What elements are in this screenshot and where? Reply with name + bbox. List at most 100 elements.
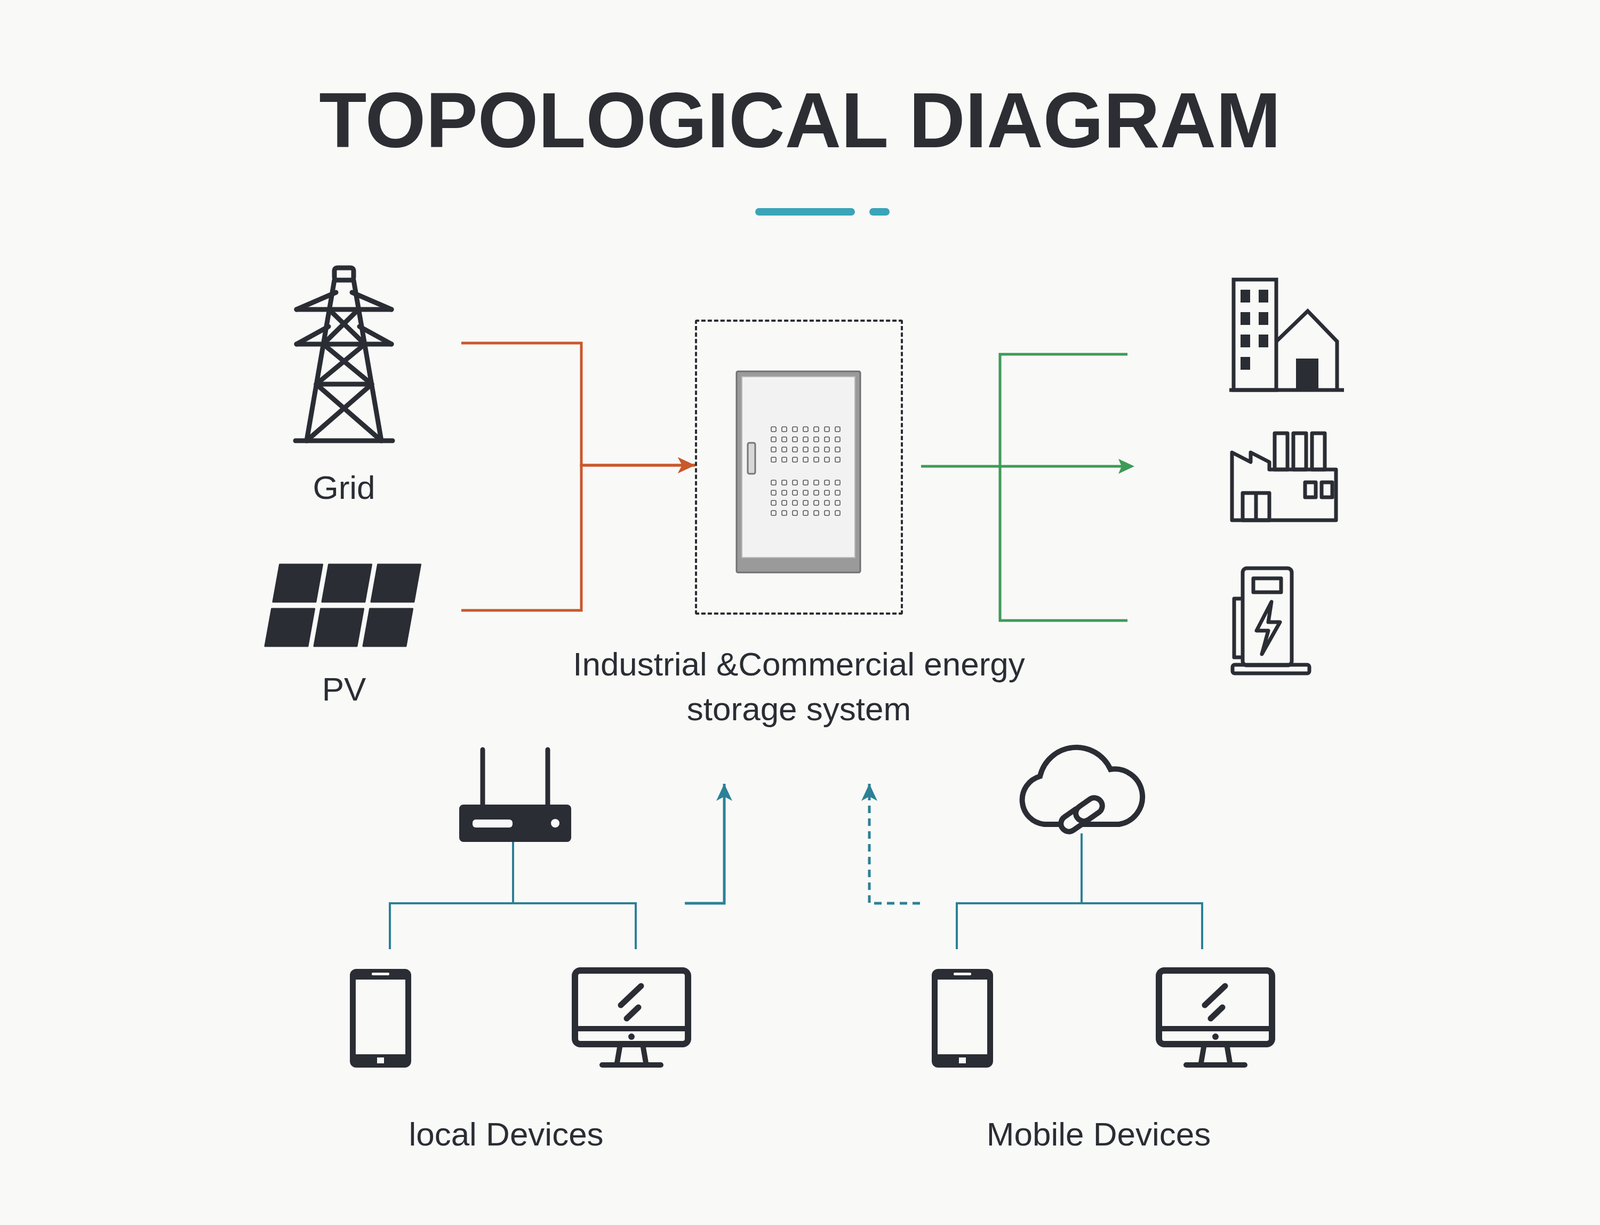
cabinet-icon <box>813 457 819 462</box>
node-label: Industrial &Commercial energy storage sy… <box>553 641 1045 732</box>
cabinet-icon <box>824 500 830 506</box>
cabinet-icon <box>813 480 819 485</box>
cabinet-icon <box>771 500 776 506</box>
cabinet-icon <box>771 490 776 495</box>
cabinet-icon <box>803 480 808 485</box>
solar-panel-icon <box>314 608 364 646</box>
office-building-icon <box>1229 279 1344 390</box>
cabinet-icon <box>792 457 798 462</box>
solar-panel-icon <box>371 564 421 602</box>
charger-icon <box>1253 578 1282 592</box>
cabinet-icon <box>835 426 840 432</box>
cabinet-icon <box>813 446 819 452</box>
factory-icon <box>1305 482 1316 498</box>
network-wire <box>389 833 1203 949</box>
title-accent <box>869 208 890 216</box>
router-icon <box>472 819 513 828</box>
solar-panel-icon <box>265 608 315 646</box>
router-icon <box>459 804 572 842</box>
cabinet-icon <box>803 510 808 516</box>
tower-icon <box>296 292 392 344</box>
cabinet-icon <box>835 490 840 495</box>
factory-icon <box>1232 452 1336 520</box>
router-icon <box>550 818 560 828</box>
cabinet-icon <box>792 480 798 485</box>
factory-icon <box>1312 433 1325 470</box>
cabinet-icon <box>781 426 787 432</box>
cabinet-icon <box>781 446 787 452</box>
cabinet-icon <box>803 457 808 462</box>
cabinet-icon <box>803 426 808 432</box>
device-icons <box>574 970 688 1065</box>
connector <box>461 465 695 611</box>
tower-icon <box>334 267 354 280</box>
tower-icon <box>306 309 382 441</box>
factory-icon <box>1293 433 1307 470</box>
cabinet-icon <box>813 500 819 506</box>
charger-icon <box>1232 664 1310 674</box>
cabinet-icon <box>835 446 840 452</box>
factory-icon <box>1254 492 1259 520</box>
device-group: local Devices <box>327 741 685 1154</box>
device-group: Mobile Devices <box>920 741 1278 1154</box>
cabinet-icon <box>813 490 819 495</box>
charger-icon <box>1256 601 1280 654</box>
cloud-icon <box>1022 747 1143 824</box>
router-icon <box>482 749 548 807</box>
connector <box>461 342 695 466</box>
cabinet-icon <box>747 442 756 474</box>
office-building-icon <box>1240 356 1251 370</box>
cabinet-icon <box>813 426 819 432</box>
cabinet-icon <box>792 446 798 452</box>
cabinet-icon <box>824 510 830 516</box>
office-building-icon <box>1258 312 1269 325</box>
cabinet-icon <box>792 500 798 506</box>
cabinet-icon <box>771 480 776 485</box>
network-wire <box>956 833 1203 949</box>
cabinet-icon <box>803 500 808 506</box>
diagram-title: TOPOLOGICAL DIAGRAM <box>0 75 1600 166</box>
device-icons <box>931 968 994 1068</box>
cabinet-icon <box>771 446 776 452</box>
cabinet-icon <box>813 436 819 442</box>
cabinet-icon <box>781 510 787 516</box>
device-icons <box>349 968 1272 1068</box>
title-accent <box>755 208 890 216</box>
network-wire <box>389 841 636 949</box>
cabinet-icon <box>771 436 776 442</box>
tower-icon <box>295 267 393 441</box>
cabinet-icon <box>736 371 861 573</box>
cabinet-icon <box>824 490 830 495</box>
cabinet-icon <box>824 480 830 485</box>
tower-icon <box>306 280 382 441</box>
cabinet-icon <box>835 480 840 485</box>
office-building-icon <box>1233 279 1277 390</box>
office-building-icon <box>1240 334 1251 348</box>
storage-system: Industrial &Commercial energy storage sy… <box>694 319 903 784</box>
office-building-icon <box>1240 289 1251 303</box>
device-icons <box>1158 970 1272 1065</box>
office-building-icon <box>1229 388 1344 392</box>
solar-panel-icon <box>363 608 413 646</box>
cabinet-icon <box>781 436 787 442</box>
tower-icon <box>295 438 393 444</box>
cabinet-icon <box>771 426 776 432</box>
connector <box>869 783 920 903</box>
cabinet-icon <box>792 426 798 432</box>
office-building-icon <box>1240 312 1251 325</box>
office-building-icon <box>1296 358 1319 390</box>
factory-icon <box>1321 482 1333 498</box>
cabinet-icon <box>792 436 798 442</box>
node-label: Mobile Devices <box>920 1114 1278 1154</box>
cabinet-icon <box>824 446 830 452</box>
solar-panel-icon <box>273 564 323 602</box>
distribution-wire <box>921 354 1135 621</box>
cabinet-icon <box>736 371 861 573</box>
cabinet-icon <box>813 510 819 516</box>
charger-icon <box>1232 568 1310 674</box>
cabinet-icon <box>792 510 798 516</box>
node-label: local Devices <box>327 1114 685 1154</box>
cabinet-icon <box>792 490 798 495</box>
cloud-icon <box>1072 794 1106 824</box>
